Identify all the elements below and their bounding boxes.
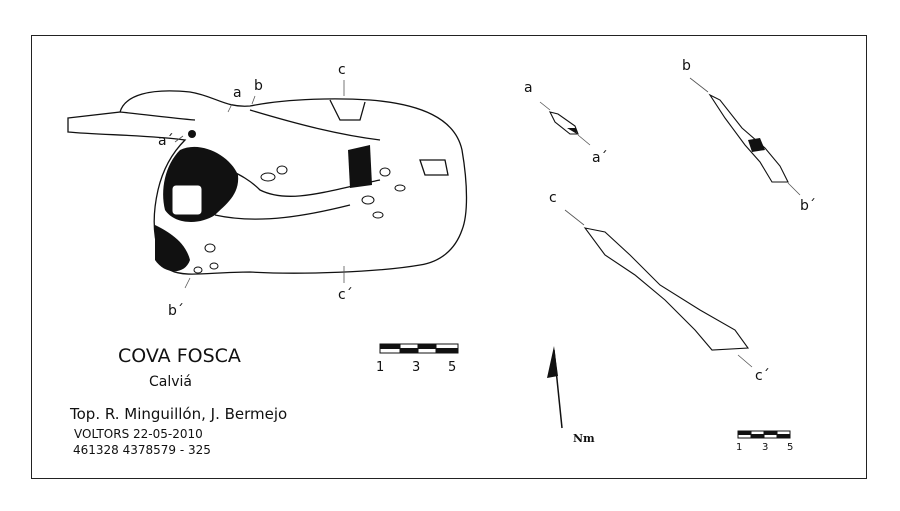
scale-bar-main (379, 343, 459, 354)
utm-coordinates: 461328 4378579 - 325 (73, 443, 211, 457)
profile-label-b-prime: b´ (800, 198, 816, 214)
profile-c (583, 227, 750, 351)
club-date: VOLTORS 22-05-2010 (74, 427, 203, 441)
scale-bar-profiles (737, 430, 791, 439)
profile-label-c-prime: c´ (755, 368, 770, 384)
profile-label-b: b (682, 58, 691, 74)
map-frame (31, 35, 867, 479)
scale-profile-tick-1: 1 (736, 442, 743, 453)
scale-main-tick-3: 3 (412, 360, 421, 375)
scale-profile-tick-5: 5 (787, 442, 794, 453)
plan-label-a-prime: a´ (158, 133, 174, 149)
profile-b (708, 93, 789, 183)
cross-sections (548, 93, 789, 351)
plan-label-a: a (233, 85, 242, 101)
plan-label-c: c (338, 62, 346, 78)
scale-main-tick-1: 1 (376, 360, 385, 375)
cave-plan (67, 90, 468, 275)
cave-location: Calviá (149, 374, 192, 390)
section-lines (174, 77, 801, 368)
north-arrow-icon (547, 346, 563, 429)
profile-label-a-prime: a´ (592, 150, 608, 166)
plan-label-b-prime: b´ (168, 303, 184, 319)
cave-title: COVA FOSCA (118, 345, 241, 367)
scale-profile-tick-3: 3 (762, 442, 769, 453)
scale-main-tick-5: 5 (448, 360, 457, 375)
north-label: Nm (573, 432, 595, 445)
profile-label-a: a (524, 80, 533, 96)
plan-label-c-prime: c´ (338, 287, 353, 303)
plan-label-b: b (254, 78, 263, 94)
surveyors: Top. R. Minguillón, J. Bermejo (70, 405, 288, 423)
profile-label-c: c (549, 190, 557, 206)
boulder (171, 184, 203, 216)
profile-a (548, 111, 579, 135)
